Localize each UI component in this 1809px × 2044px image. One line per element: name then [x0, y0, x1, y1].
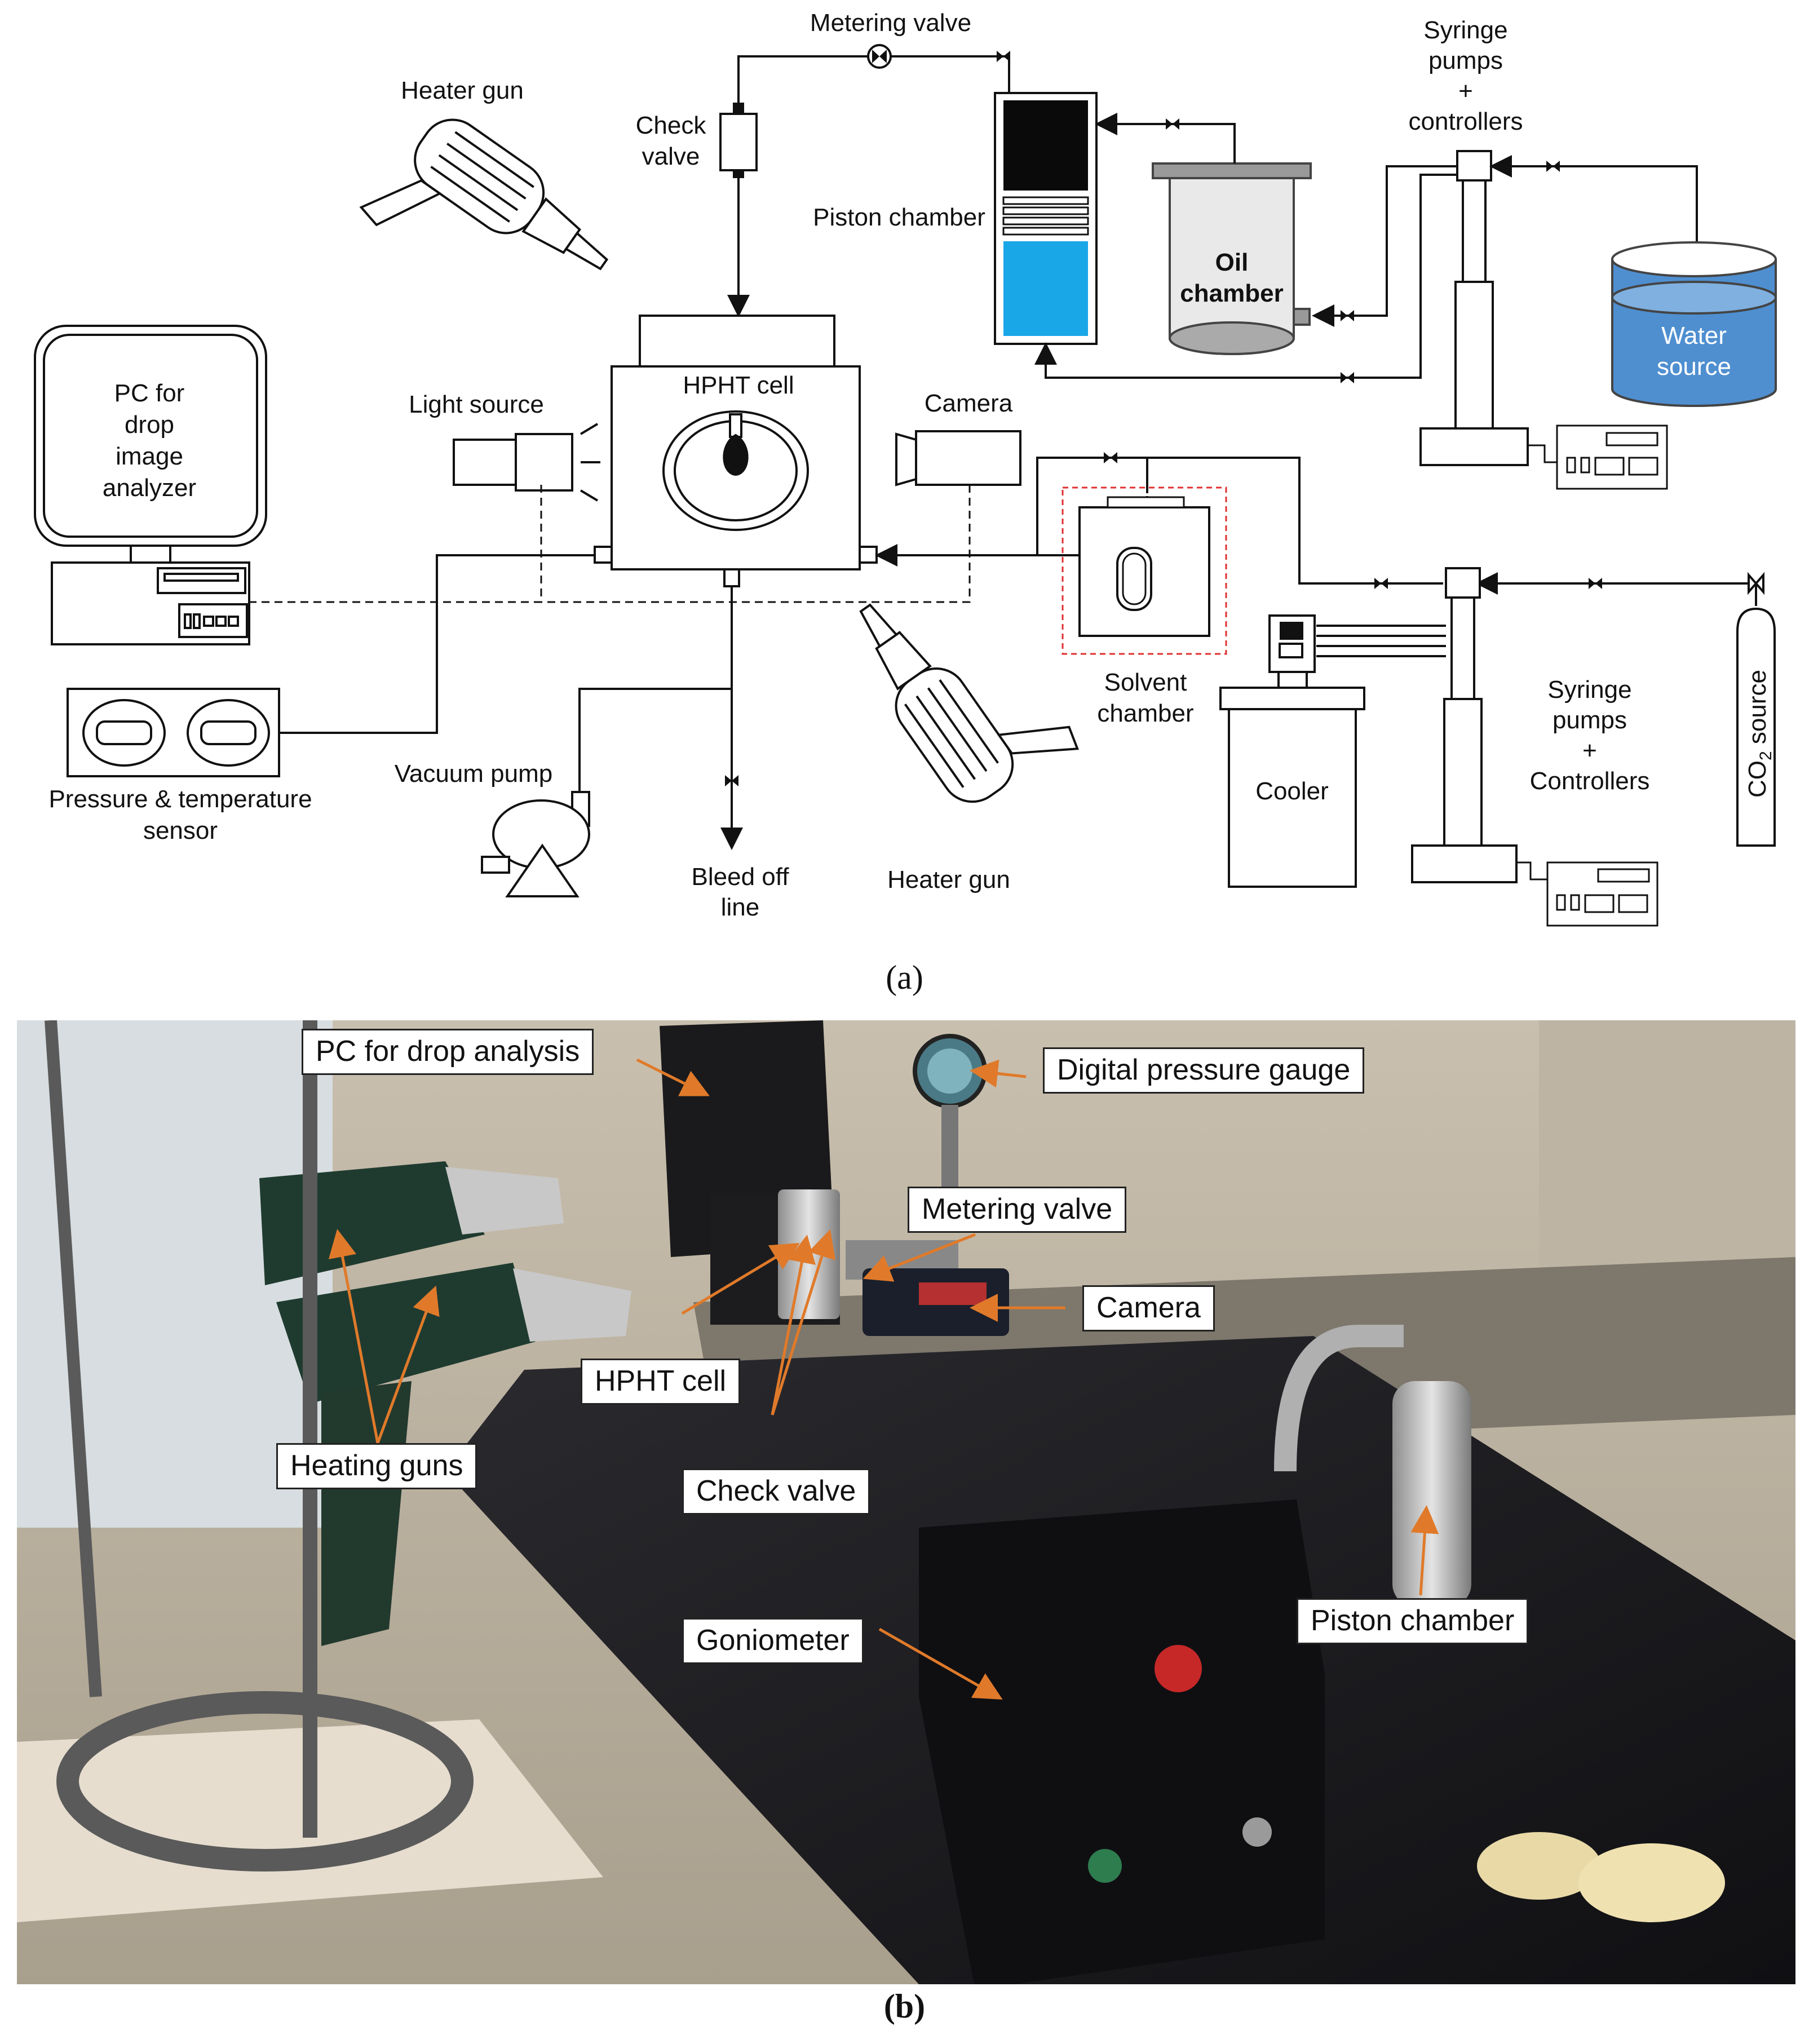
pc-label-4: analyzer	[103, 474, 196, 502]
pc-label-2: drop	[125, 411, 174, 439]
hpht-cell-label: HPHT cell	[683, 371, 794, 399]
water-source-label-1: Water	[1661, 322, 1727, 349]
metering-valve-label: Metering valve	[810, 9, 971, 37]
syringe-pump-top-icon	[1419, 150, 1529, 466]
piston-chamber-icon	[994, 92, 1098, 345]
syringe-bottom-label-2: pumps	[1553, 706, 1627, 734]
metering-valve-icon	[867, 44, 892, 69]
pressure-sensor-icon	[67, 688, 280, 777]
oil-chamber-icon	[1152, 162, 1312, 355]
photo-piston-chamber	[1274, 1325, 1471, 1607]
schematic-diagram: Metering valve Check valve Heater gun Pi…	[34, 9, 1777, 927]
photo-camera	[863, 1268, 1009, 1336]
controller-bottom-icon	[1516, 861, 1658, 927]
photo-stand	[45, 1020, 474, 1872]
callout-check-valve: Check valve	[682, 1468, 870, 1515]
photo-cups	[1477, 1832, 1725, 1922]
pressure-sensor-label-1: Pressure & temperature	[48, 785, 312, 813]
syringe-bottom-label-3: +	[1582, 737, 1597, 764]
check-valve-label-1: Check	[636, 112, 707, 139]
bleed-label-1: Bleed off	[692, 863, 790, 891]
light-source-label: Light source	[409, 391, 544, 418]
water-source-icon	[1611, 241, 1777, 407]
solvent-chamber-icon	[1061, 486, 1227, 655]
photo-goniometer	[919, 1499, 1325, 1990]
camera-label: Camera	[925, 390, 1013, 417]
hpht-cell-icon	[594, 315, 878, 587]
heater-gun-top-label: Heater gun	[401, 77, 524, 104]
controller-top-icon	[1528, 424, 1668, 490]
callout-heating-guns: Heating guns	[276, 1443, 477, 1489]
caption-b-text: (b)	[883, 1988, 926, 2025]
callout-camera: Camera	[1082, 1285, 1215, 1331]
top-piping	[727, 55, 1010, 317]
heater-gun-bottom-label: Heater gun	[887, 866, 1010, 893]
piston-chamber-label: Piston chamber	[813, 203, 985, 231]
bleed-piping	[578, 586, 743, 850]
callout-digital-gauge: Digital pressure gauge	[1043, 1047, 1365, 1094]
heater-gun-bottom-icon	[859, 603, 1080, 803]
syringe-top-label-1: Syringe	[1423, 16, 1507, 44]
oil-chamber-label-2: chamber	[1180, 280, 1283, 307]
callout-goniometer: Goniometer	[682, 1618, 864, 1664]
cooler-icon	[1219, 614, 1365, 888]
light-source-icon	[453, 423, 600, 502]
photo-heating-guns	[259, 1161, 631, 1646]
check-valve-label-2: valve	[642, 143, 700, 170]
vacuum-pump-icon	[481, 791, 590, 897]
caption-b: (b)	[0, 1987, 1809, 2026]
photo-illustration	[17, 1020, 1795, 1990]
pc-label-3: image	[116, 443, 183, 470]
pc-label-1: PC for	[114, 379, 185, 407]
lab-setup-photo: PC for drop analysis Digital pressure ga…	[17, 1020, 1795, 1990]
syringe-bottom-label-4: Controllers	[1530, 767, 1650, 795]
syringe-top-label-3: +	[1458, 77, 1473, 105]
check-valve-icon	[719, 103, 758, 178]
syringe-bottom-label-1: Syringe	[1547, 676, 1631, 704]
syringe-top-label-2: pumps	[1428, 47, 1503, 74]
oil-chamber-label-1: Oil	[1215, 249, 1249, 276]
caption-a: (a)	[886, 959, 923, 996]
sensor-line	[279, 554, 595, 734]
callout-metering-valve: Metering valve	[908, 1187, 1127, 1233]
syringe-pump-bottom-icon	[1411, 567, 1518, 883]
cooler-lines	[1316, 625, 1446, 657]
pc-icon	[34, 325, 267, 645]
bleed-label-2: line	[721, 893, 760, 921]
callout-hpht-cell: HPHT cell	[581, 1359, 741, 1405]
callout-arrows	[328, 1058, 1439, 1700]
co2-source-icon	[1736, 572, 1776, 847]
heater-gun-top-icon	[359, 118, 609, 271]
syringe-top-label-4: controllers	[1409, 108, 1523, 135]
oil-to-piston-line	[1095, 113, 1236, 163]
camera-icon	[895, 430, 1021, 486]
syringe-top-piping	[1034, 155, 1698, 379]
signal-lines	[249, 485, 971, 603]
solvent-chamber-label-1: Solvent	[1104, 669, 1187, 696]
needle-valve-icon	[997, 51, 1010, 62]
co2-source-label: CO2 source	[1744, 670, 1775, 798]
photo-gauge	[913, 1034, 987, 1189]
callout-piston-chamber: Piston chamber	[1297, 1598, 1529, 1644]
vacuum-pump-label: Vacuum pump	[395, 760, 552, 787]
callout-pc: PC for drop analysis	[302, 1029, 594, 1075]
cooler-label: Cooler	[1255, 777, 1329, 805]
pressure-sensor-label-2: sensor	[143, 817, 218, 844]
water-source-label-2: source	[1657, 353, 1731, 381]
solvent-chamber-label-2: chamber	[1097, 700, 1193, 727]
